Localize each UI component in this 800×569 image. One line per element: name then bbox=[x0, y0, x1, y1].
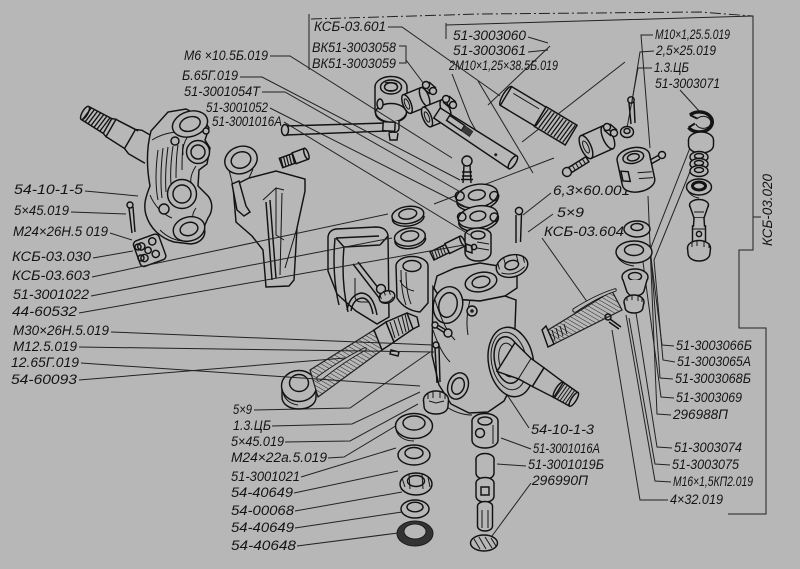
svg-text:5×45.019: 5×45.019 bbox=[231, 434, 284, 449]
svg-text:ВК51-3003059: ВК51-3003059 bbox=[312, 56, 396, 71]
svg-text:М30×26Н.5.019: М30×26Н.5.019 bbox=[13, 323, 109, 338]
svg-text:КСБ-03.604: КСБ-03.604 bbox=[544, 224, 624, 239]
svg-text:12.65Г.019: 12.65Г.019 bbox=[11, 355, 79, 370]
svg-text:51-3001022: 51-3001022 bbox=[13, 287, 90, 302]
svg-text:54-10-1-3: 54-10-1-3 bbox=[531, 422, 595, 437]
svg-text:М12.5.019: М12.5.019 bbox=[13, 339, 77, 354]
svg-text:КСБ-03.020: КСБ-03.020 bbox=[760, 174, 775, 246]
svg-text:296988П: 296988П bbox=[672, 407, 728, 422]
svg-text:2М10×1,25×38.5Б.019: 2М10×1,25×38.5Б.019 bbox=[448, 58, 558, 73]
svg-text:1.3.ЦБ: 1.3.ЦБ bbox=[233, 418, 271, 433]
svg-text:51-3003069: 51-3003069 bbox=[676, 390, 742, 405]
svg-text:51-3003074: 51-3003074 bbox=[674, 440, 742, 455]
svg-text:51-3001016А: 51-3001016А bbox=[533, 441, 600, 456]
svg-text:51-3003075: 51-3003075 bbox=[672, 457, 739, 472]
svg-text:51-3001016А: 51-3001016А bbox=[212, 114, 282, 129]
svg-text:51-3003066Б: 51-3003066Б bbox=[676, 338, 752, 353]
svg-text:5×9: 5×9 bbox=[557, 205, 585, 220]
svg-text:КСБ-03.603: КСБ-03.603 bbox=[12, 268, 91, 283]
svg-text:4×32.019: 4×32.019 bbox=[670, 492, 723, 507]
svg-text:51-3001021: 51-3001021 bbox=[231, 469, 300, 484]
svg-text:КСБ-03.030: КСБ-03.030 bbox=[12, 249, 92, 264]
svg-text:Б.65Г.019: Б.65Г.019 bbox=[182, 68, 238, 83]
svg-text:51-3003065А: 51-3003065А bbox=[677, 354, 751, 369]
svg-text:1.3.ЦБ: 1.3.ЦБ bbox=[654, 60, 689, 75]
svg-text:296990П: 296990П bbox=[531, 473, 588, 488]
svg-text:М6 ×10.5Б.019: М6 ×10.5Б.019 bbox=[184, 48, 268, 63]
svg-text:54-40649: 54-40649 bbox=[231, 485, 294, 500]
svg-text:6,3×60.001: 6,3×60.001 bbox=[553, 183, 630, 198]
svg-text:51-3003068Б: 51-3003068Б bbox=[675, 371, 751, 386]
svg-text:М10×1,25.5.019: М10×1,25.5.019 bbox=[655, 27, 730, 42]
svg-text:54-40648: 54-40648 bbox=[231, 538, 297, 553]
svg-text:54-00068: 54-00068 bbox=[231, 503, 295, 518]
svg-text:44-60532: 44-60532 bbox=[12, 304, 78, 319]
svg-text:5×45.019: 5×45.019 bbox=[14, 203, 69, 218]
svg-text:51-3003071: 51-3003071 bbox=[655, 76, 720, 91]
svg-text:54-10-1-5: 54-10-1-5 bbox=[14, 182, 84, 197]
svg-text:51-3001052: 51-3001052 bbox=[206, 100, 268, 115]
svg-text:М16×1,5КП2.019: М16×1,5КП2.019 bbox=[673, 474, 753, 489]
svg-text:М24×22а.5.019: М24×22а.5.019 bbox=[231, 450, 327, 465]
svg-text:54-40649: 54-40649 bbox=[231, 520, 295, 535]
svg-text:51-3003060: 51-3003060 bbox=[453, 28, 526, 43]
svg-text:51-3001019Б: 51-3001019Б bbox=[528, 457, 604, 472]
svg-text:51-3003061: 51-3003061 bbox=[453, 43, 526, 58]
svg-text:ВК51-3003058: ВК51-3003058 bbox=[312, 40, 396, 55]
svg-text:54-60093: 54-60093 bbox=[11, 372, 78, 387]
svg-text:КСБ-03.601: КСБ-03.601 bbox=[314, 19, 386, 34]
svg-text:М24×26Н.5 019: М24×26Н.5 019 bbox=[13, 224, 108, 239]
svg-text:2,5×25.019: 2,5×25.019 bbox=[655, 43, 716, 58]
svg-text:5×9: 5×9 bbox=[233, 402, 252, 417]
svg-text:51-3001054Т: 51-3001054Т bbox=[184, 84, 262, 99]
